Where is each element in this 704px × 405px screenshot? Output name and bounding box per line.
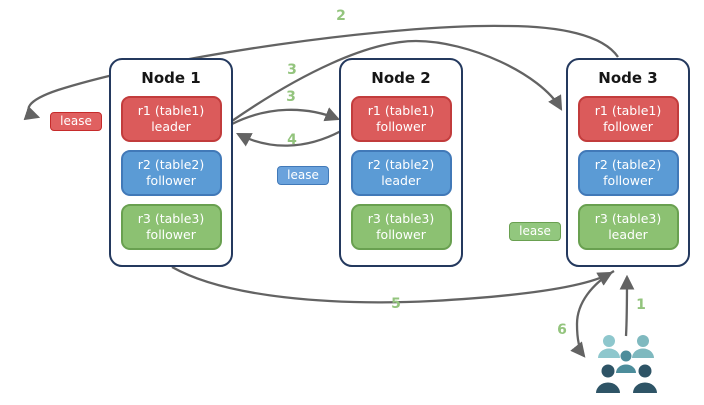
replica-range: r1 (table1)	[137, 102, 205, 118]
arrow-step3-node1-to-node2	[231, 107, 341, 126]
arrow-step1-users-to-node3	[619, 274, 635, 337]
node-2: Node 2 r1 (table1) follower r2 (table2) …	[339, 58, 463, 267]
arrow-step2-node3-to-lease1	[23, 24, 619, 121]
node-3-replica-r2: r2 (table2) follower	[577, 150, 679, 196]
node-3-replica-r3: r3 (table3) leader	[577, 204, 679, 250]
users-icon	[596, 335, 657, 393]
replica-range: r2 (table2)	[137, 156, 205, 172]
node-3-replica-r1: r1 (table1) follower	[577, 96, 679, 142]
arrow-step6-node3-to-users	[570, 270, 615, 358]
step-label-5: 5	[391, 296, 401, 312]
replica-role: follower	[146, 227, 196, 242]
replica-range: r2 (table2)	[367, 156, 435, 172]
node-1-title: Node 1	[141, 69, 201, 87]
replica-range: r2 (table2)	[594, 156, 662, 172]
node-3-title: Node 3	[598, 69, 658, 87]
node-2-replica-r3: r3 (table3) follower	[350, 204, 452, 250]
replica-role: leader	[381, 173, 421, 188]
replica-role: follower	[376, 227, 426, 242]
replica-range: r3 (table3)	[137, 210, 205, 226]
lease-badge-r3: lease	[509, 222, 561, 241]
step-label-3a: 3	[287, 62, 297, 78]
node-2-title: Node 2	[371, 69, 431, 87]
replica-role: follower	[376, 119, 426, 134]
node-1-replica-r2: r2 (table2) follower	[120, 150, 222, 196]
replica-role: follower	[603, 173, 653, 188]
lease-badge-r1: lease	[50, 112, 102, 131]
replica-range: r3 (table3)	[367, 210, 435, 226]
step-label-4: 4	[287, 132, 297, 148]
arrow-step5-node1-to-node3	[171, 265, 613, 304]
node-1-replica-r1: r1 (table1) leader	[120, 96, 222, 142]
node-3: Node 3 r1 (table1) follower r2 (table2) …	[566, 58, 690, 267]
step-label-1: 1	[636, 297, 646, 313]
replica-range: r3 (table3)	[594, 210, 662, 226]
replica-role: follower	[603, 119, 653, 134]
step-label-2: 2	[336, 8, 346, 24]
step-label-6: 6	[557, 322, 567, 338]
node-2-replica-r2: r2 (table2) leader	[350, 150, 452, 196]
replica-range: r1 (table1)	[594, 102, 662, 118]
replica-role: follower	[146, 173, 196, 188]
arrow-step4-node2-to-node1	[236, 129, 342, 147]
replica-role: leader	[608, 227, 648, 242]
node-2-replica-r1: r1 (table1) follower	[350, 96, 452, 142]
lease-badge-r2: lease	[277, 166, 329, 185]
node-1: Node 1 r1 (table1) leader r2 (table2) fo…	[109, 58, 233, 267]
step-label-3b: 3	[286, 89, 296, 105]
node-1-replica-r3: r3 (table3) follower	[120, 204, 222, 250]
arrow-step3-node1-to-node3	[231, 39, 563, 122]
replica-role: leader	[151, 119, 191, 134]
replica-range: r1 (table1)	[367, 102, 435, 118]
